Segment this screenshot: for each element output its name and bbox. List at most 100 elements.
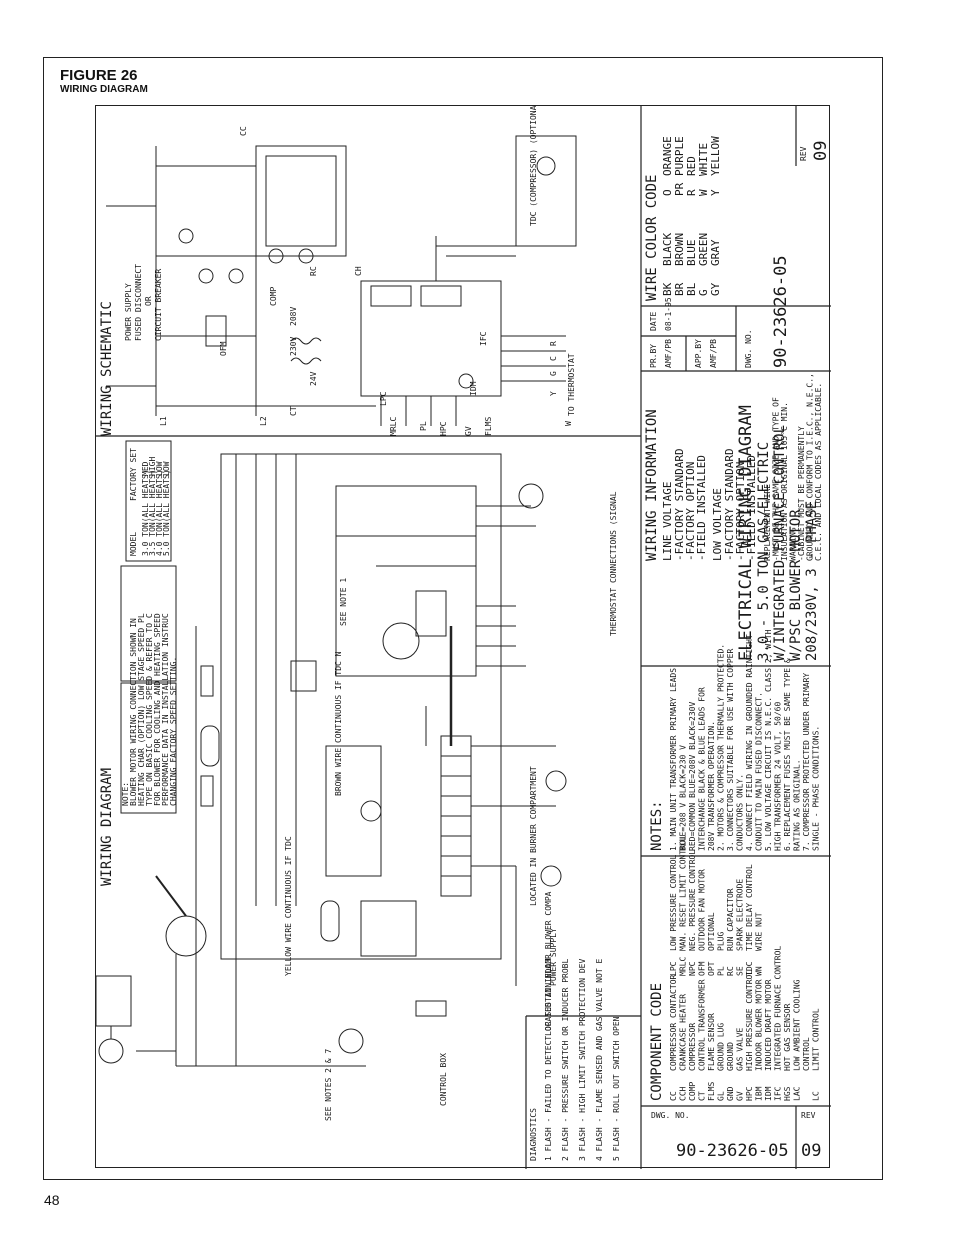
component-left-abbr-9: IBM (755, 1086, 764, 1101)
title-block-line1: ELECTRICAL WIRING DIAGRAM (736, 405, 756, 661)
schematic-label-pl: PL (419, 421, 428, 431)
title-block-rev: 09 (811, 141, 831, 161)
wiring-sheet: WIRING SCHEMATIC POWER SUPPLY FUSED DISC… (95, 105, 831, 1169)
schematic-power-supply: POWER SUPPLY (124, 283, 133, 341)
speed-chart-row-model-1: 3.5 TON(ALL HEATS) (148, 469, 157, 556)
schematic-label-l1: L1 (159, 416, 168, 426)
color-code-left-abbr-1: BR (673, 282, 686, 296)
wiring-info-replacement-4: -CABINET MUST BE PERMANENTLY (797, 426, 806, 561)
component-right-name-0: LOW PRESSURE CONTROL (669, 854, 678, 951)
speed-chart-row-model-0: 3.0 TON(ALL HEATS) (141, 469, 150, 556)
schematic-label-208v: 208V (289, 307, 298, 326)
schematic-label-ofm: OFM (219, 341, 228, 356)
wiring-info-line-item-1: -FACTORY OPTION (684, 462, 697, 561)
speed-chart-header-speed: FACTORY SET (129, 448, 138, 501)
diagnostics-line-3: 4 FLASH - FLAME SENSED AND GAS VALVE NOT… (595, 959, 604, 1161)
wiring-drawing: WIRING SCHEMATIC POWER SUPPLY FUSED DISC… (96, 106, 831, 1169)
diagnostics-line-2: 3 FLASH - HIGH LIMIT SWITCH PROTECTION D… (578, 959, 587, 1161)
component-code-title: COMPONENT CODE (649, 983, 665, 1101)
wiring-info-title: WIRING INFORMATION (644, 409, 660, 561)
title-block-dwg-no: 90-23626-05 (771, 255, 791, 368)
wiring-info-replacement-2: INSULATION AS ORIGINAL 105°C MIN. (780, 402, 789, 561)
notes-line-7: CONDUCTORS ONLY. (736, 774, 745, 851)
figure-title: FIGURE 26 (60, 67, 138, 84)
component-right-name-6: RUN CAPACITOR (726, 888, 735, 951)
color-code-right-name-1: PURPLE (673, 136, 686, 176)
speed-chart-row-speed-3: LOW (162, 461, 171, 476)
component-right-name-7: SPARK ELECTRODE (736, 879, 745, 951)
wiring-info-line-item-2: -FIELD INSTALLED (695, 455, 708, 561)
component-left-abbr-13: LAC (793, 1086, 802, 1101)
callout-3: POWER SUPPLY (549, 928, 558, 986)
component-left-abbr-6: GND (726, 1086, 735, 1101)
figure-frame (43, 57, 883, 1180)
component-left-abbr-5: GL (717, 1091, 726, 1101)
notes-line-5: 2. MOTORS & COMPRESSOR THERMALLY PROTECT… (717, 644, 726, 851)
component-right-abbr-9: WN (755, 966, 764, 976)
color-code-right-abbr-4: Y (709, 189, 722, 196)
component-left-name-10: INDUCED DRAFT MOTOR (764, 979, 773, 1071)
callout-0: SEE NOTE 1 (339, 578, 348, 626)
component-left-abbr-10: IDM (764, 1086, 773, 1101)
title-block-line3: W/INTEGRATED FURNACE CONTROL (772, 425, 788, 661)
color-code-left-name-3: GREEN (697, 233, 710, 266)
note-box-frame (120, 682, 177, 814)
component-left-name-14: CONTROL (802, 1037, 811, 1071)
notes-title: NOTES: (649, 800, 665, 851)
component-left-abbr-2: COMP (688, 1082, 697, 1101)
callout-7: THERMOSTAT CONNECTIONS (SIGNAL (609, 491, 618, 636)
component-left-abbr-15: LC (812, 1091, 821, 1101)
title-block-date-label: DATE (649, 312, 658, 331)
component-left-abbr-1: CCH (679, 1086, 688, 1101)
notes-line-15: SINGLE - PHASE CONDITIONS. (812, 726, 821, 851)
diagram-note-box: NOTE:BLOWER MOTOR WIRING CONNECTION SHOW… (120, 613, 178, 814)
component-left-abbr-0: CC (669, 1091, 678, 1101)
schematic-label-flms: FLMS (484, 417, 493, 436)
speed-chart-header-model: MODEL (129, 532, 138, 556)
schematic-label-l2: L2 (259, 416, 268, 426)
diagnostics-line-1: 2 FLASH - PRESSURE SWITCH OR INDUCER PRO… (561, 959, 570, 1161)
component-right-abbr-4: OPT (707, 961, 716, 976)
title-block-rev-label: REV (799, 146, 808, 161)
note-box-line-2: HEATING CHAR (OPTION) LOW STAGE SPEED PL (137, 613, 146, 806)
component-left-name-6: GROUND (726, 1042, 735, 1071)
schematic-title: WIRING SCHEMATIC (99, 301, 115, 436)
wiring-info-replacement-1: -MUST BE THE SAME SIZE AND TYPE OF (772, 397, 781, 561)
component-left-name-12: HOT GAS SENSOR (783, 1003, 792, 1071)
callout-4: LOCATED IN BURNER COMPARTMENT (529, 766, 538, 906)
callout-5: LOCATED IN INDOOR BLOWER COMPA (544, 891, 553, 1036)
component-right-name-3: OUTDOOR FAN MOTOR (698, 869, 707, 951)
schematic-label-c: C (549, 356, 558, 361)
component-right-name-4: OPTIONAL (707, 912, 716, 951)
component-left-name-1: CRANKCASE HEATER (679, 994, 688, 1071)
component-left-name-4: FLAME SENSOR (707, 1013, 716, 1071)
schematic-label-ct: CT (289, 406, 298, 416)
component-right-name-9: WIRE NUT (755, 912, 764, 951)
notes-line-0: 1. MAIN UNIT TRANSFORMER PRIMARY LEADS (669, 668, 678, 851)
schematic-label-g: G (549, 371, 558, 376)
diagram-texts: WIRING DIAGRAM (99, 768, 115, 886)
callout-2: YELLOW WIRE CONTINUOUS IF TDC (284, 836, 293, 976)
schematic-label-r: R (549, 341, 558, 346)
color-code-right-name-3: WHITE (697, 143, 710, 176)
schematic-breaker: CIRCUIT BREAKER (154, 269, 163, 341)
speed-chart-row-model-2: 4.0 TON(ALL HEATS) (155, 469, 164, 556)
color-code-right-abbr-3: W (697, 189, 710, 196)
color-code-right-name-0: ORANGE (661, 136, 674, 176)
notes-line-4: 208V TRANSFORMER OPERATION. (707, 721, 716, 851)
component-right-abbr-3: OFM (698, 961, 707, 976)
schematic-or: OR (144, 296, 153, 306)
diagnostics-line-4: 5 FLASH - ROLL OUT SWITCH OPEN (612, 1016, 621, 1161)
schematic-label-idm: IDM (469, 381, 478, 396)
schematic-label-cc: CC (239, 126, 248, 136)
wiring-info-low-voltage: LOW VOLTAGE (711, 488, 724, 561)
notes-line-3: INTERCHANGE BLACK & BLUE LEADS FOR (698, 687, 707, 851)
color-code-left-abbr-3: G (697, 289, 710, 296)
component-right-name-8: TIME DELAY CONTROL (745, 864, 754, 951)
schematic-label-mrlc: MRLC (389, 417, 398, 436)
